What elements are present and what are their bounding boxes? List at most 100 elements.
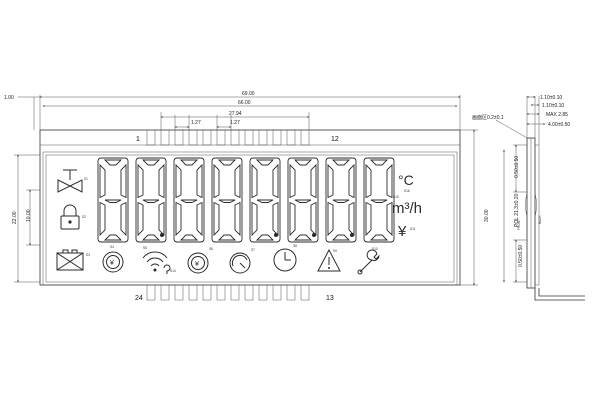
digit-row [97,157,395,243]
yen-unit: ¥ S11 [397,223,416,240]
svg-text:S16: S16 [404,189,410,193]
pin-label-1: 1 [136,136,140,143]
segment [348,163,355,199]
svg-text:S6: S6 [209,247,213,251]
decimal-point-4 [350,233,354,237]
segment [386,163,393,199]
segment [141,234,161,241]
svg-text:S4: S4 [110,245,114,249]
digit-8 [363,157,395,243]
digit-outline [135,157,167,243]
segment [369,159,389,166]
segment [179,234,199,241]
segment [369,234,389,241]
dim-66: 66.00 [238,100,251,106]
segment [289,163,296,199]
digit-5 [249,157,281,243]
dim-10: 10.00 [26,209,32,222]
segment [289,201,296,237]
svg-text:°C: °C [398,172,414,188]
svg-text:¥: ¥ [397,223,407,240]
warning-icon: S9 [317,248,341,272]
segment [293,159,313,166]
segment [158,201,165,237]
side-dimensions: 1.10±0.10 1.10±0.10 MAX 2.85 4.00±0.50 画… [472,95,570,283]
segment [142,199,160,203]
segment [179,159,199,166]
segment [137,201,144,237]
segment [348,201,355,237]
digit-outline [249,157,281,243]
digit-outline [287,157,319,243]
side-front-label: FRONT [517,219,521,230]
digit-outline [97,157,129,243]
dim-30: 30.00 [484,209,490,222]
svg-text:S15: S15 [393,195,399,199]
side-dim-p2: 0.50±0.50 [518,245,524,267]
battery-icon: S3 [56,249,90,271]
segment [180,199,198,203]
digit-outline [173,157,205,243]
segment [310,201,317,237]
segment [99,201,106,237]
celsius-icon: °C S16 [398,172,414,193]
pin-label-24: 24 [135,295,143,302]
segment [365,201,372,237]
side-view: FRONT BACK [517,137,585,301]
digit-1 [97,157,129,243]
wrench-icon: S10 [357,247,380,275]
svg-text:¥: ¥ [110,260,114,267]
digit-2 [135,157,167,243]
front-view: 1 12 24 13 [39,129,461,302]
segment [293,234,313,241]
segment [255,159,275,166]
decimal-point-3 [312,233,316,237]
segment [332,199,350,203]
side-dim-2: 1.10±0.10 [542,103,564,109]
segment [310,163,317,199]
segment [196,163,203,199]
segment [120,163,127,199]
clock-icon: S8 [273,244,297,272]
segment [251,163,258,199]
segment [294,199,312,203]
digit-7 [325,157,357,243]
svg-text:S10: S10 [372,247,378,251]
segment [327,163,334,199]
coin-icon: ¥ S4 [102,245,124,273]
segment [256,199,274,203]
valve-icon: S1 [57,169,88,193]
top-pins [146,129,310,146]
digit-outline [211,157,243,243]
decimal-point-2 [274,233,278,237]
digit-outline [363,157,395,243]
yen-coin-icon: ¥ S6 [187,247,213,274]
segment [103,159,123,166]
active-area-outline [45,154,455,283]
segment [251,201,258,237]
bottom-pins [146,284,310,301]
segment [234,201,241,237]
segment [331,159,351,166]
dim-69: 69.00 [242,91,255,97]
segment [141,159,161,166]
side-dim-4: 4.00±0.50 [548,122,570,128]
segment [103,234,123,241]
side-dim-1: 1.10±0.10 [540,95,562,101]
segment [99,163,106,199]
pin-label-12: 12 [331,136,339,143]
segment [175,201,182,237]
segment [104,199,122,203]
dim-1: 1.00 [4,95,14,101]
segment [158,163,165,199]
svg-text:S7: S7 [251,248,255,252]
segment [370,199,388,203]
decimal-point-1 [160,233,164,237]
segment [175,163,182,199]
side-dim-max: MAX 2.85 [546,112,568,118]
digit-6 [287,157,319,243]
front-dimensions: 69.00 66.00 1.27 1.27 27.94 1.00 22.00 1… [4,91,490,286]
lock-icon: S2 [60,204,86,230]
segment [217,234,237,241]
